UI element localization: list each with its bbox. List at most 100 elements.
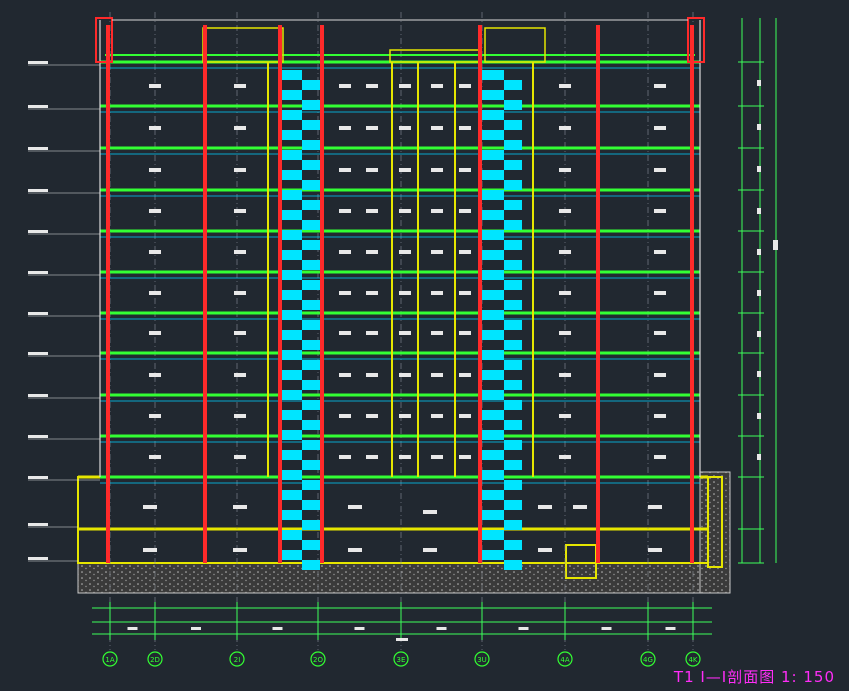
retaining-wall bbox=[707, 476, 723, 568]
right-dim-tag-3 bbox=[757, 208, 761, 214]
right-dim-tag-0 bbox=[757, 80, 761, 86]
room-tag-6-0 bbox=[149, 331, 161, 335]
stair-flight-0-290 bbox=[280, 290, 302, 300]
level-tag-10 bbox=[28, 476, 48, 479]
stair-flight-0-390 bbox=[280, 390, 302, 400]
stair-flight-1-350 bbox=[302, 360, 320, 370]
stair-flight-2-210 bbox=[482, 210, 504, 220]
room-tag-2-1 bbox=[234, 168, 246, 172]
axis-label-6: 4A bbox=[560, 656, 569, 664]
stair-flight-2-470 bbox=[482, 470, 504, 480]
room-tag-2-3 bbox=[366, 168, 378, 172]
stair-flight-2-70 bbox=[482, 70, 504, 80]
stair-flight-0-230 bbox=[280, 230, 302, 240]
column-4 bbox=[478, 25, 482, 563]
stair-flight-2-510 bbox=[482, 510, 504, 520]
stair-flight-3-550 bbox=[504, 560, 522, 570]
axis-bubble-6 bbox=[557, 651, 573, 667]
basement-level-tag-0 bbox=[28, 523, 48, 526]
room-tag-9-4 bbox=[399, 455, 411, 459]
right-dim-tag-5 bbox=[757, 290, 761, 296]
room-tag-8-4 bbox=[399, 414, 411, 418]
room-tag-4-7 bbox=[559, 250, 571, 254]
room-tag-5-8 bbox=[654, 291, 666, 295]
stair-flight-0-350 bbox=[280, 350, 302, 360]
room-tag-7-4 bbox=[399, 373, 411, 377]
room-tag-4-6 bbox=[459, 250, 471, 254]
level-tag-8 bbox=[28, 394, 48, 397]
bottom-dim-tag-6 bbox=[601, 627, 612, 630]
axis-bubble-4 bbox=[393, 651, 409, 667]
basement-room-tag-10 bbox=[423, 548, 437, 552]
bottom-dim-tag-2 bbox=[272, 627, 283, 630]
stair-flight-2-490 bbox=[482, 490, 504, 500]
stair-flight-0-510 bbox=[280, 510, 302, 520]
room-tag-1-6 bbox=[459, 126, 471, 130]
right-dim-tag-2 bbox=[757, 166, 761, 172]
room-tag-7-3 bbox=[366, 373, 378, 377]
stair-flight-3-510 bbox=[504, 520, 522, 530]
room-tag-1-4 bbox=[399, 126, 411, 130]
room-tag-9-8 bbox=[654, 455, 666, 459]
room-tag-1-2 bbox=[339, 126, 351, 130]
room-tag-4-5 bbox=[431, 250, 443, 254]
room-tag-6-5 bbox=[431, 331, 443, 335]
level-tag-9 bbox=[28, 435, 48, 438]
room-tag-5-5 bbox=[431, 291, 443, 295]
room-tag-7-7 bbox=[559, 373, 571, 377]
room-tag-1-8 bbox=[654, 126, 666, 130]
basement-room-tag-12 bbox=[648, 548, 662, 552]
room-tag-0-2 bbox=[339, 84, 351, 88]
stair-flight-3-250 bbox=[504, 260, 522, 270]
column-2 bbox=[278, 25, 282, 563]
room-tag-4-4 bbox=[399, 250, 411, 254]
room-tag-0-5 bbox=[431, 84, 443, 88]
room-tag-2-2 bbox=[339, 168, 351, 172]
room-tag-9-7 bbox=[559, 455, 571, 459]
stair-flight-1-510 bbox=[302, 520, 320, 530]
stair-flight-1-70 bbox=[302, 80, 320, 90]
level-tag-1 bbox=[28, 105, 48, 108]
axis-bubble-5 bbox=[474, 651, 490, 667]
stair-flight-2-350 bbox=[482, 350, 504, 360]
roof-room-right bbox=[484, 27, 546, 63]
level-tag-6 bbox=[28, 312, 48, 315]
stair-flight-1-210 bbox=[302, 220, 320, 230]
axis-bubble-3 bbox=[310, 651, 326, 667]
bottom-dim-tag-4 bbox=[436, 627, 447, 630]
basement-outline bbox=[77, 476, 709, 564]
axis-bubble-8 bbox=[685, 651, 701, 667]
room-tag-9-1 bbox=[234, 455, 246, 459]
stair-flight-3-130 bbox=[504, 140, 522, 150]
axis-bubble-2 bbox=[229, 651, 245, 667]
room-tag-5-3 bbox=[366, 291, 378, 295]
basement-room-tag-11 bbox=[538, 548, 552, 552]
room-tag-0-8 bbox=[654, 84, 666, 88]
room-tag-7-8 bbox=[654, 373, 666, 377]
stair-flight-0-310 bbox=[280, 310, 302, 320]
level-tag-2 bbox=[28, 147, 48, 150]
stair-flight-2-250 bbox=[482, 250, 504, 260]
retaining-wall-soil bbox=[699, 471, 731, 594]
room-tag-9-2 bbox=[339, 455, 351, 459]
room-tag-4-1 bbox=[234, 250, 246, 254]
stair-flight-3-490 bbox=[504, 500, 522, 510]
room-tag-5-7 bbox=[559, 291, 571, 295]
stair-flight-3-210 bbox=[504, 220, 522, 230]
basement-room-tag-6 bbox=[648, 505, 662, 509]
stair-flight-0-430 bbox=[280, 430, 302, 440]
stair-flight-3-530 bbox=[504, 540, 522, 550]
stair-flight-1-150 bbox=[302, 160, 320, 170]
column-5 bbox=[596, 25, 600, 563]
room-tag-6-3 bbox=[366, 331, 378, 335]
room-tag-3-4 bbox=[399, 209, 411, 213]
room-tag-5-6 bbox=[459, 291, 471, 295]
room-tag-2-6 bbox=[459, 168, 471, 172]
level-tag-3 bbox=[28, 189, 48, 192]
stair-flight-0-150 bbox=[280, 150, 302, 160]
right-dim-tag-1 bbox=[757, 124, 761, 130]
room-tag-6-2 bbox=[339, 331, 351, 335]
stair-flight-3-150 bbox=[504, 160, 522, 170]
basement-room-tag-0 bbox=[143, 505, 157, 509]
